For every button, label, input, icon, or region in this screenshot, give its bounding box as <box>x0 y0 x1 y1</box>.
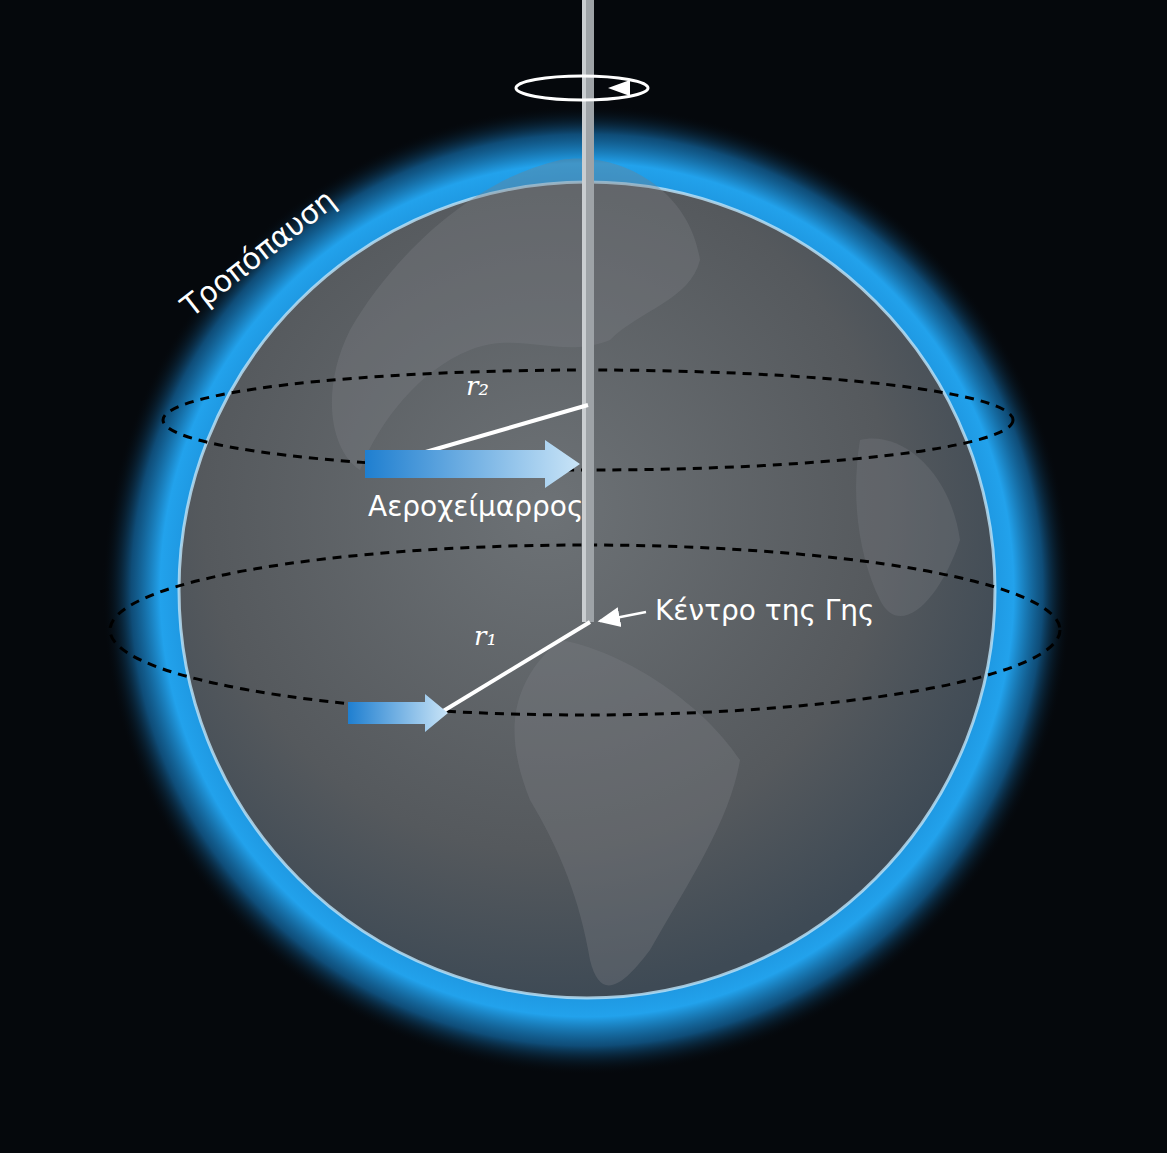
jet-stream-arrow <box>365 440 580 488</box>
leader-line <box>600 612 646 621</box>
rotation-axis <box>582 0 586 622</box>
radius-symbol: r₁ <box>474 622 497 651</box>
rotation-axis <box>582 0 594 622</box>
continent <box>332 158 700 470</box>
continent <box>515 640 740 985</box>
rotation-arrow <box>516 76 648 100</box>
wind-arrow <box>348 694 448 732</box>
radius-symbol: r₂ <box>466 372 489 401</box>
radius-line <box>440 622 590 713</box>
continent <box>856 438 960 616</box>
rotation-arrowhead <box>608 80 630 96</box>
center-label: Κέντρο της Γης <box>655 596 875 627</box>
jet-stream-label: Αεροχείμαρρος <box>368 492 583 523</box>
